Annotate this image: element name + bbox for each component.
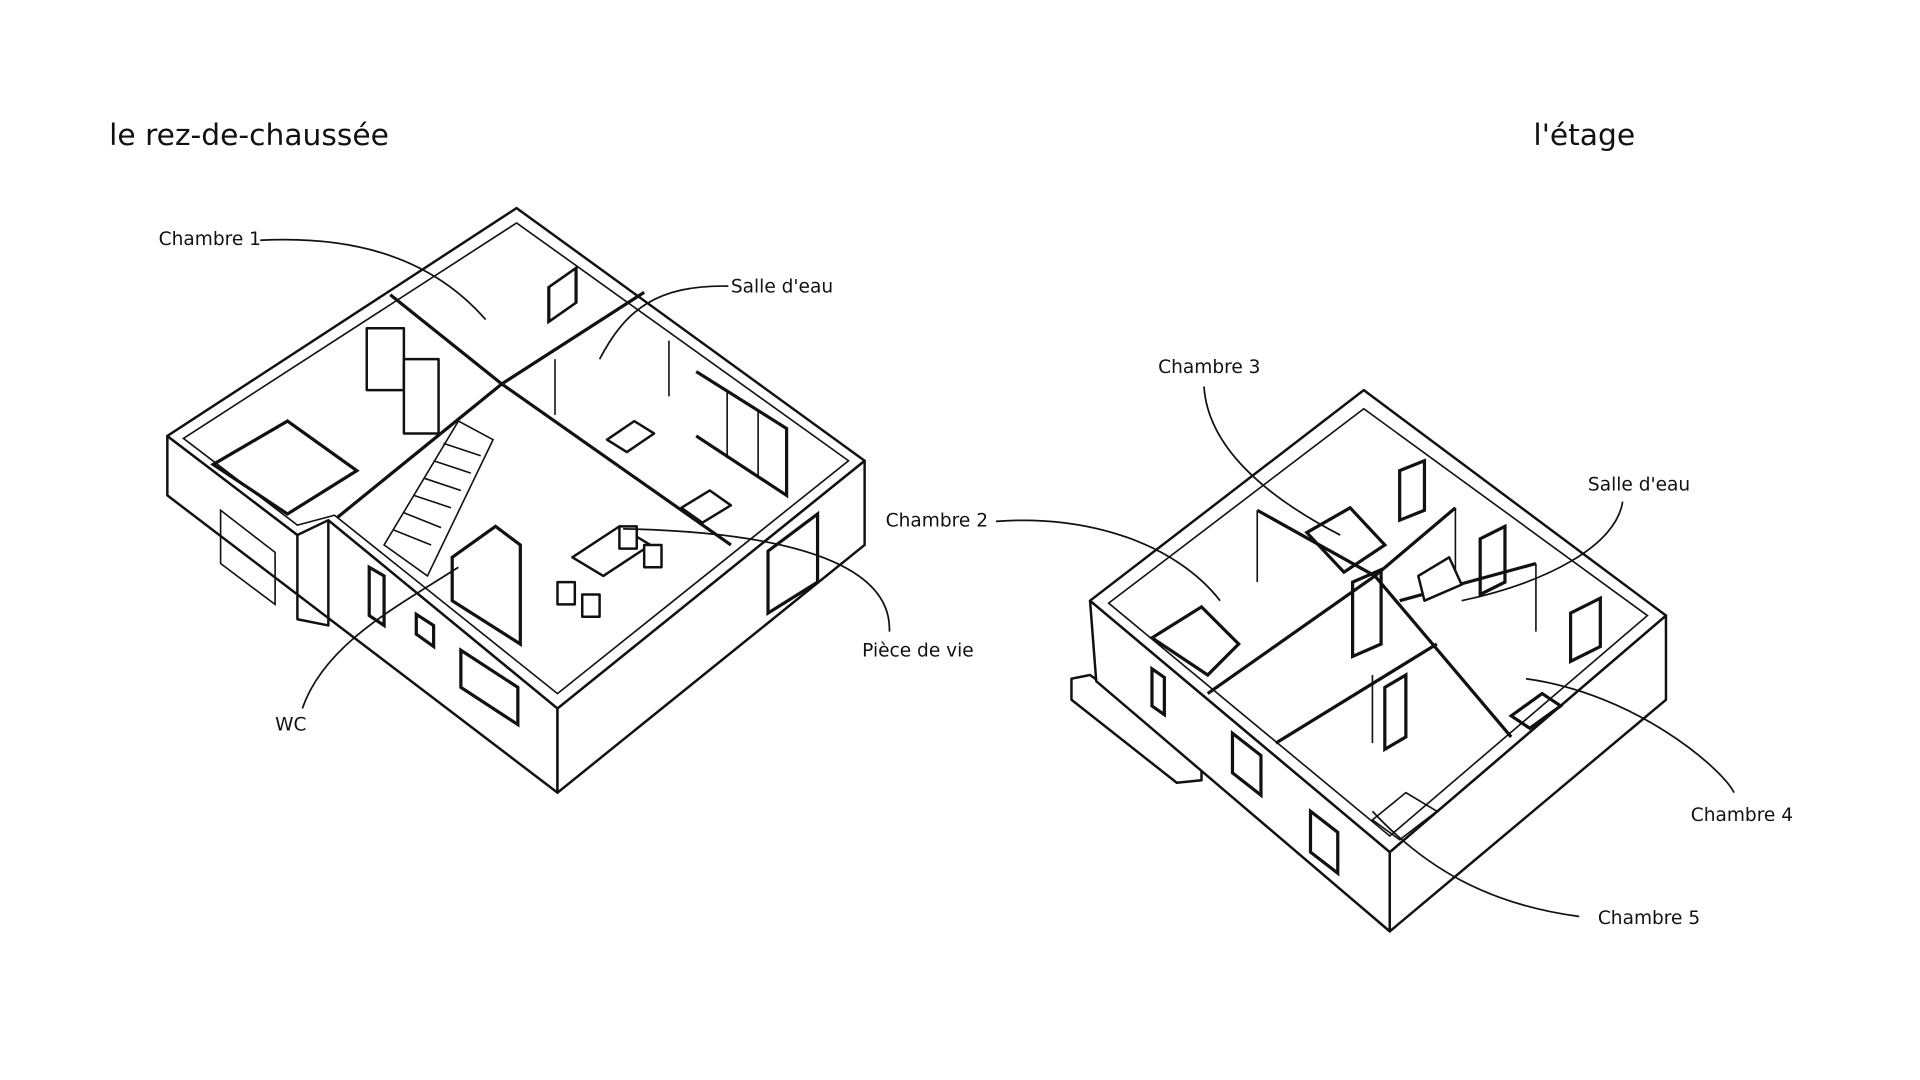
- label-chambre-2: Chambre 2: [886, 510, 988, 531]
- ground-floor-title: le rez-de-chaussée: [109, 118, 389, 153]
- label-wc: WC: [275, 715, 306, 736]
- upper-floor-drawing: [1070, 388, 1668, 933]
- upper-floor-title: l'étage: [1533, 118, 1635, 153]
- label-chambre-3: Chambre 3: [1158, 357, 1260, 378]
- ground-floor-drawing: [166, 206, 866, 794]
- leader-lines: [260, 238, 1735, 918]
- label-chambre-5: Chambre 5: [1598, 908, 1700, 929]
- label-salle-deau-rdc: Salle d'eau: [731, 276, 833, 297]
- label-chambre-4: Chambre 4: [1691, 805, 1793, 826]
- label-chambre-1: Chambre 1: [159, 229, 261, 250]
- label-piece-de-vie: Pièce de vie: [862, 640, 974, 661]
- label-salle-deau-etage: Salle d'eau: [1588, 474, 1690, 495]
